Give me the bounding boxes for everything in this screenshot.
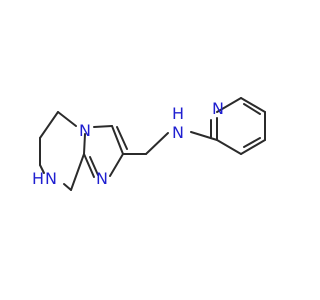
amine-hydrogen-label: H xyxy=(172,104,184,123)
bond xyxy=(109,153,124,177)
methylene-amine-linker xyxy=(122,131,218,155)
bond xyxy=(83,153,95,178)
bond xyxy=(216,97,242,113)
bond xyxy=(83,133,86,155)
bond xyxy=(240,139,266,155)
pyridine-ring xyxy=(210,97,266,155)
piperazine-ring xyxy=(39,111,85,191)
bond xyxy=(243,137,261,148)
bridgehead-nitrogen-label: N xyxy=(79,121,91,140)
pyridine-nitrogen-label: N xyxy=(212,99,224,118)
imidazole-ring xyxy=(83,125,128,178)
bond xyxy=(93,125,113,128)
molecule-diagram: N H N N N N H xyxy=(32,97,266,191)
piperazine-hydrogen-label: H xyxy=(32,169,44,188)
amine-nitrogen-label: N xyxy=(172,123,184,142)
bond xyxy=(70,153,85,191)
bond xyxy=(243,103,261,115)
molecule-structure: N H N N N N H xyxy=(32,97,266,191)
bond xyxy=(240,97,266,113)
bond xyxy=(57,111,77,127)
bond xyxy=(63,183,72,191)
atom-labels: N H N N N N H xyxy=(32,99,224,188)
imidazole-nitrogen-label: N xyxy=(96,169,108,188)
bond xyxy=(39,111,59,139)
bond xyxy=(39,164,45,174)
bond xyxy=(216,139,242,155)
bond xyxy=(190,131,218,141)
bond xyxy=(116,126,128,150)
bond xyxy=(145,132,169,155)
bond xyxy=(111,125,124,155)
bond xyxy=(89,156,99,176)
piperazine-nitrogen-label: N xyxy=(45,169,57,188)
